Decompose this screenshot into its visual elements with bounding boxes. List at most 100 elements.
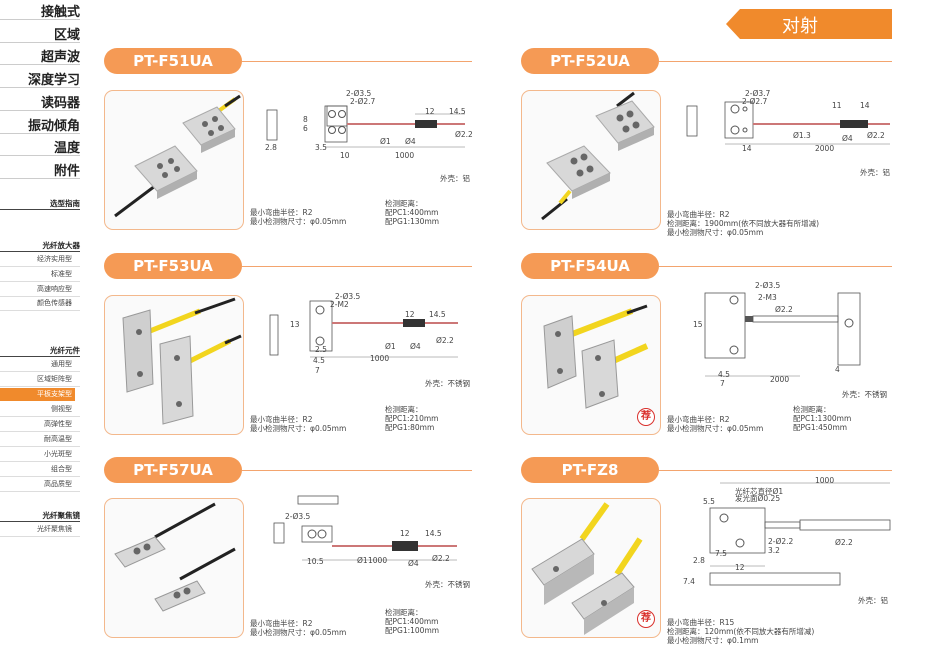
sidebar-item[interactable]: 组合型	[51, 465, 72, 473]
shell-material: 外壳：不锈钢	[425, 580, 470, 589]
spec-min-object: 最小检测物尺寸：φ0.1mm	[667, 636, 759, 645]
sidebar-category-temperature[interactable]: 温度	[53, 141, 80, 156]
spec-min-object: 最小检测物尺寸：φ0.05mm	[250, 424, 347, 433]
spec-distance: 检测距离：1900mm(依不同放大器有所增减)	[667, 219, 820, 228]
dim-label: 1000	[395, 151, 415, 160]
product-title: PT-F57UA	[104, 457, 242, 483]
spec-min-object: 最小检测物尺寸：φ0.05mm	[250, 628, 347, 637]
divider	[0, 476, 80, 477]
sidebar-item[interactable]: 高弹性型	[44, 420, 72, 428]
product-title: PT-F53UA	[104, 253, 242, 279]
divider	[659, 470, 892, 471]
dim-label: 2.5	[315, 345, 327, 354]
sidebar-item[interactable]: 耐高温型	[44, 435, 72, 443]
dim-label: 6	[303, 124, 308, 133]
sidebar-group-amplifier[interactable]: 光纤放大器	[42, 241, 81, 250]
dim-label: 11	[832, 101, 842, 110]
spec-min-object: 最小检测物尺寸：φ0.05mm	[667, 424, 764, 433]
sidebar-category-ultrasonic[interactable]: 超声波	[40, 50, 80, 65]
divider	[0, 296, 80, 297]
sidebar-item[interactable]: 颜色传感器	[37, 299, 72, 307]
dim-label: Ø1	[380, 137, 391, 146]
divider	[0, 491, 80, 492]
divider	[0, 19, 80, 20]
divider	[0, 431, 80, 432]
dim-label: Ø4	[405, 137, 416, 146]
dim-label: 7.5	[715, 549, 727, 558]
sidebar-category-contact[interactable]: 接触式	[40, 5, 80, 20]
sidebar-category-code-reader[interactable]: 读码器	[40, 96, 80, 111]
sensor-pair-illustration	[122, 297, 242, 425]
sidebar-category-vibration[interactable]: 振动倾角	[27, 119, 80, 134]
sidebar-item[interactable]: 高速响应型	[37, 285, 72, 293]
spec-distance: 检测距离：120mm(依不同放大器有所增减)	[667, 627, 815, 636]
dim-label: 1000	[370, 354, 390, 363]
dimension-drawing	[273, 495, 457, 561]
divider	[0, 133, 80, 134]
sidebar-group-fiber[interactable]: 光纤元件	[50, 346, 80, 355]
dim-label: 2-Ø3.5	[335, 292, 361, 301]
dim-label: 3.2	[768, 546, 780, 555]
dim-label: 4.5	[313, 356, 325, 365]
sidebar-group-lens[interactable]: 光纤聚焦镜	[42, 511, 81, 520]
dim-label: 14.5	[449, 107, 466, 116]
sidebar-item-active[interactable]: 平板支架型	[0, 388, 75, 401]
sidebar-guide[interactable]: 选型指南	[50, 199, 80, 208]
product-photo	[104, 295, 244, 435]
dim-label: 12	[400, 529, 410, 538]
divider	[0, 251, 80, 252]
spec-distance-title: 检测距离：	[793, 405, 831, 414]
dim-label: Ø1.3	[793, 131, 811, 140]
shell-material: 外壳：不锈钢	[842, 390, 887, 399]
dim-label: Ø4	[410, 342, 421, 351]
sidebar-category-deep-learning[interactable]: 深度学习	[27, 73, 80, 88]
sidebar-category-accessory[interactable]: 附件	[53, 164, 80, 179]
dimension-drawing	[266, 105, 465, 148]
shell-material: 外壳：铝	[858, 596, 888, 605]
divider	[0, 266, 80, 267]
spec-distance-pc1: 配PC1:210mm	[385, 414, 439, 423]
shell-material: 外壳：铝	[440, 174, 470, 183]
divider	[0, 281, 80, 282]
sidebar-item[interactable]: 通用型	[51, 360, 72, 368]
dim-label: 2-Ø3.5	[346, 89, 372, 98]
spec-min-object: 最小检测物尺寸：φ0.05mm	[667, 228, 764, 237]
spec-bend-radius: 最小弯曲半径：R15	[667, 618, 735, 627]
dim-label: 14.5	[425, 529, 442, 538]
recommended-badge: 荐	[637, 408, 655, 426]
dim-label: 1000	[815, 476, 835, 485]
dim-label: 2-M2	[330, 300, 349, 309]
divider	[0, 209, 80, 210]
sidebar-item[interactable]: 光纤聚焦镜	[37, 525, 72, 533]
divider	[0, 356, 80, 357]
sidebar-category-area[interactable]: 区域	[53, 28, 80, 43]
dim-label: 2-Ø3.5	[285, 512, 311, 521]
dim-label: 2-Ø3.5	[755, 281, 781, 290]
spec-distance-pc1: 配PC1:400mm	[385, 617, 439, 626]
sidebar-item[interactable]: 标准型	[51, 270, 72, 278]
dim-label: 7	[720, 379, 725, 388]
sidebar-item[interactable]: 高品质型	[44, 480, 72, 488]
product-title: PT-F52UA	[521, 48, 659, 74]
divider	[0, 416, 80, 417]
product-photo	[521, 90, 661, 230]
dim-label: Ø2.2	[775, 305, 793, 314]
spec-min-object: 最小检测物尺寸：φ0.05mm	[250, 217, 347, 226]
sidebar-item[interactable]: 侧视型	[51, 405, 72, 413]
dim-label: 5.5	[703, 497, 715, 506]
dim-label: 4.5	[718, 370, 730, 379]
sidebar-item[interactable]: 经济实用型	[37, 255, 72, 263]
dim-label: 12	[735, 563, 745, 572]
sidebar-item[interactable]: 小光斑型	[44, 450, 72, 458]
divider	[659, 266, 892, 267]
divider	[0, 536, 80, 537]
dim-label: Ø4	[842, 134, 853, 143]
product-title: PT-FZ8	[521, 457, 659, 483]
sidebar-item[interactable]: 区域矩阵型	[37, 375, 72, 383]
spec-distance-pc1: 配PC1:400mm	[385, 208, 439, 217]
dim-label: 2-Ø2.2	[768, 537, 794, 546]
shell-material: 外壳：不锈钢	[425, 379, 470, 388]
section-banner: 对射	[726, 9, 892, 39]
spec-bend-radius: 最小弯曲半径：R2	[667, 415, 730, 424]
dim-label: 14	[742, 144, 752, 153]
